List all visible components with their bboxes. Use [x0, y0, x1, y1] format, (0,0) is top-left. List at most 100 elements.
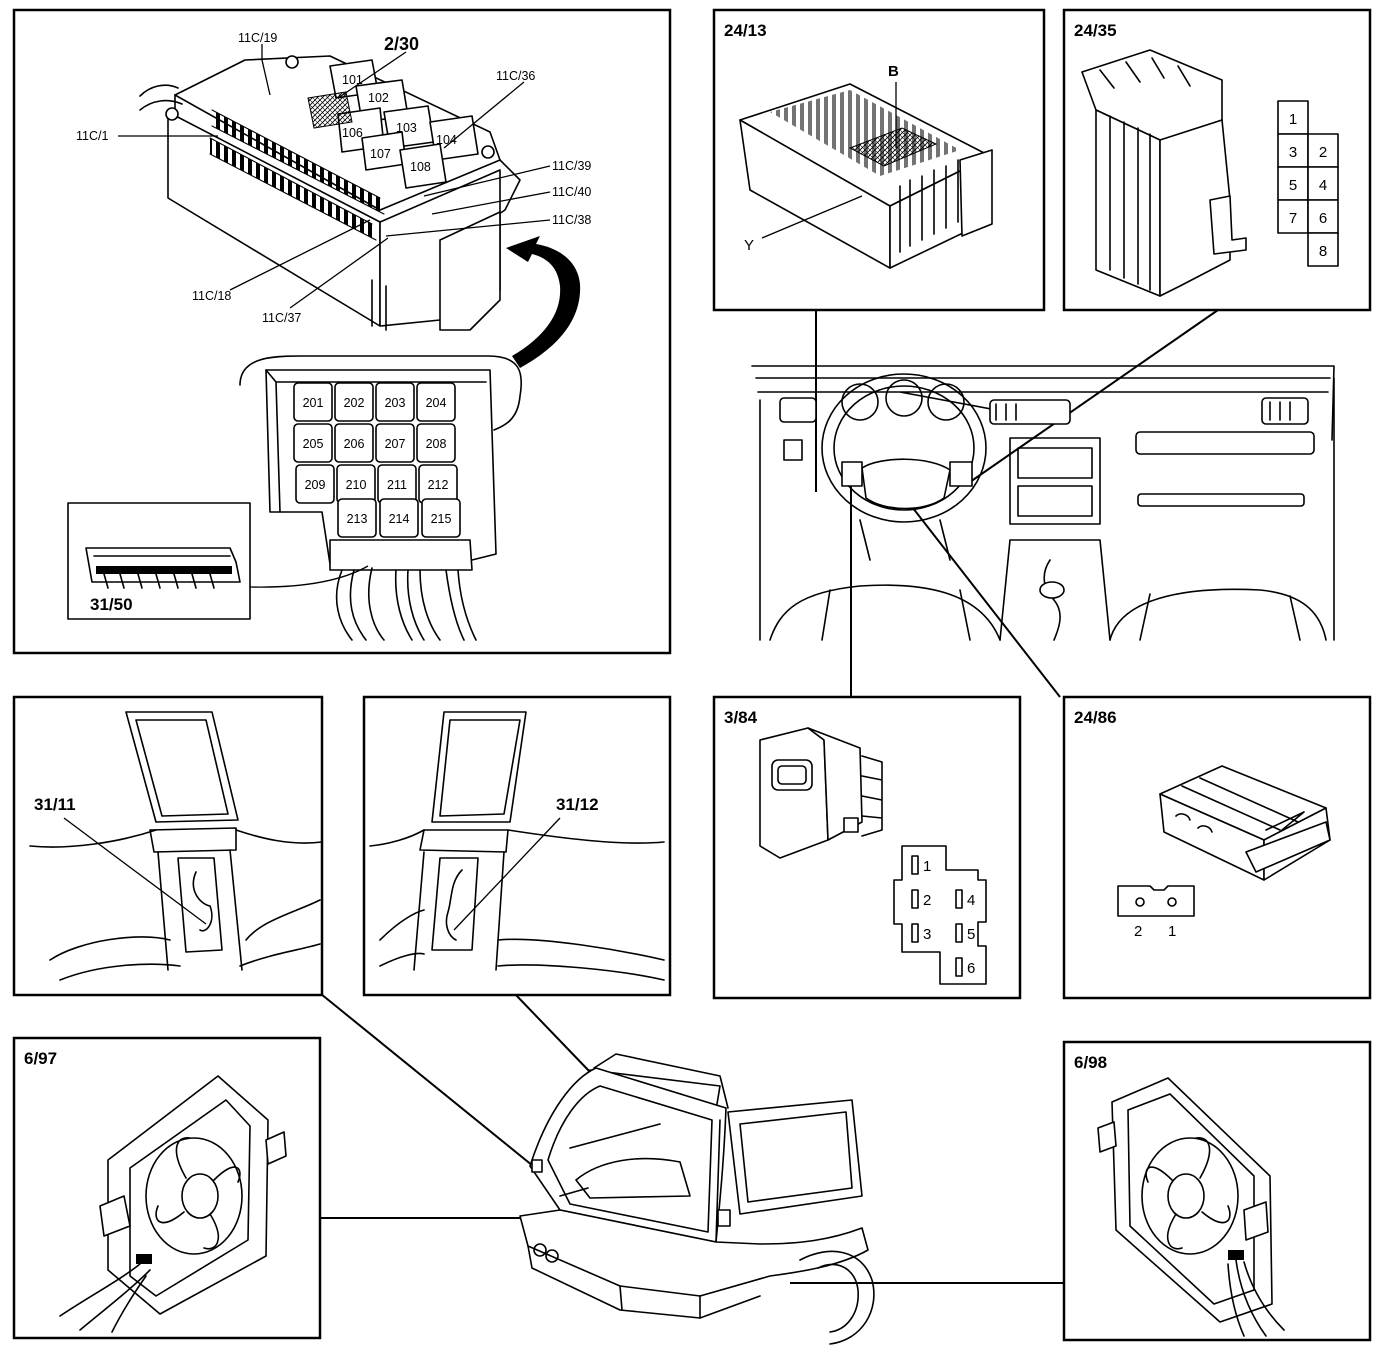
pin-24-86-2: 2	[1134, 923, 1142, 940]
dashboard-illustration	[751, 365, 1335, 641]
link-2486	[901, 493, 1061, 698]
relay-107: 107	[370, 147, 391, 161]
pin-24-35-6: 6	[1319, 210, 1327, 227]
label-31-11: 31/11	[34, 795, 76, 814]
callout-11c36: 11C/36	[496, 69, 535, 83]
link-3112	[514, 993, 591, 1073]
pin-cell-24-35-4	[1307, 166, 1339, 201]
relay-label-202: 202	[344, 396, 365, 410]
callout-b: B	[888, 63, 899, 80]
relay-label-209: 209	[305, 478, 326, 492]
panel-pillar-31-11: 31/11	[12, 695, 324, 997]
link-3111	[320, 993, 539, 1171]
relay-box-201	[293, 382, 333, 422]
relay-grid-bottom: 201 202 203 204 205 206 207 208 209 210 211 212 213 2…	[293, 382, 461, 538]
callout-11c18: 11C/18	[192, 289, 231, 303]
pin-slot-3-84-5	[955, 923, 963, 943]
pin-diagram-24-35: 1 3 2 5 4 7 6 8	[1277, 100, 1339, 267]
pin-3-84-3: 3	[923, 926, 931, 943]
callout-11c39: 11C/39	[552, 159, 591, 173]
label-24-35: 24/35	[1074, 21, 1117, 40]
pin-3-84-5: 5	[967, 926, 975, 943]
relay-box-214	[379, 498, 419, 538]
relay-label-213: 213	[347, 512, 368, 526]
callout-11c38: 11C/38	[552, 213, 591, 227]
relay-box-215	[421, 498, 461, 538]
panel-connector-24-86: 24/86 2 1	[1062, 695, 1372, 1000]
callout-11c37: 11C/37	[262, 311, 301, 325]
label-3-84: 3/84	[724, 708, 758, 727]
relay-box-206	[334, 423, 374, 463]
relay-104: 104	[436, 133, 457, 147]
pin-slot-3-84-2	[911, 889, 919, 909]
pin-24-35-3: 3	[1289, 144, 1297, 161]
relay-box-203	[375, 382, 415, 422]
pin-slot-3-84-6	[955, 957, 963, 977]
relay-label-204: 204	[426, 396, 447, 410]
pin-3-84-2: 2	[923, 892, 931, 909]
relay-102: 102	[368, 91, 389, 105]
relay-106: 106	[342, 126, 363, 140]
relay-box-205	[293, 423, 333, 463]
pin-outline-3-84	[893, 845, 987, 985]
panel-fan-6-97: 6/97	[12, 1036, 322, 1340]
pin-slot-3-84-4	[955, 889, 963, 909]
pin-cell-24-35-5	[1277, 166, 1309, 201]
pin-3-84-4: 4	[967, 892, 975, 909]
label-31-12: 31/12	[556, 795, 599, 814]
callout-11c1: 11C/1	[76, 129, 108, 143]
pin-24-35-4: 4	[1319, 177, 1327, 194]
label-6-98: 6/98	[1074, 1053, 1107, 1072]
relay-label-205: 205	[303, 437, 324, 451]
callout-11c40: 11C/40	[552, 185, 591, 199]
link-2435	[969, 309, 1219, 483]
relay-101: 101	[342, 73, 363, 87]
relay-box-208	[416, 423, 456, 463]
label-24-86: 24/86	[1074, 708, 1117, 727]
relay-label-206: 206	[344, 437, 365, 451]
panel-fan-6-98: 6/98	[1062, 1040, 1372, 1342]
label-24-13: 24/13	[724, 21, 767, 40]
panel-central-electronic-module: 101 102 103 104 106 107 108 11C/19 11C/1	[12, 8, 672, 655]
relay-label-211: 211	[387, 478, 407, 492]
pin-cell-24-35-6	[1307, 199, 1339, 234]
relay-box-207	[375, 423, 415, 463]
panel-switch-3-84: 3/84 1 2 4 3 5 6	[712, 695, 1022, 1000]
relay-label-203: 203	[385, 396, 406, 410]
callout-y: Y	[744, 237, 754, 254]
relay-108: 108	[410, 160, 431, 174]
panel-pillar-31-12: 31/12	[362, 695, 672, 997]
panel-connector-24-13: 24/13 B Y	[712, 8, 1046, 312]
pin-3-84-1: 1	[923, 858, 931, 875]
pin-24-35-7: 7	[1289, 210, 1297, 227]
relay-label-212: 212	[428, 478, 449, 492]
relay-box-213	[337, 498, 377, 538]
relay-103: 103	[396, 121, 417, 135]
connection-lines	[320, 309, 1219, 1284]
pin-diagram-3-84: 1 2 4 3 5 6	[893, 845, 987, 985]
car-rear-illustration	[519, 1053, 875, 1345]
relay-label-207: 207	[385, 437, 406, 451]
pin-slot-3-84-3	[911, 923, 919, 943]
pin-24-86-1: 1	[1168, 923, 1176, 940]
relay-label-214: 214	[389, 512, 410, 526]
label-31-50: 31/50	[90, 595, 133, 614]
pin-24-35-2: 2	[1319, 144, 1327, 161]
relay-box-202	[334, 382, 374, 422]
relay-label-215: 215	[431, 512, 452, 526]
pin-24-35-1: 1	[1289, 111, 1297, 128]
label-6-97: 6/97	[24, 1049, 57, 1068]
pin-slot-3-84-1	[911, 855, 919, 875]
relay-box-209	[295, 464, 335, 504]
label-2-30: 2/30	[384, 34, 419, 54]
relay-label-201: 201	[303, 396, 324, 410]
relay-label-210: 210	[346, 478, 367, 492]
pin-cell-24-35-8	[1307, 232, 1339, 267]
relay-box-204	[416, 382, 456, 422]
pin-24-35-5: 5	[1289, 177, 1297, 194]
relay-label-208: 208	[426, 437, 447, 451]
pin-24-35-8: 8	[1319, 243, 1327, 260]
callout-11c19: 11C/19	[238, 31, 277, 45]
pin-3-84-6: 6	[967, 960, 975, 977]
